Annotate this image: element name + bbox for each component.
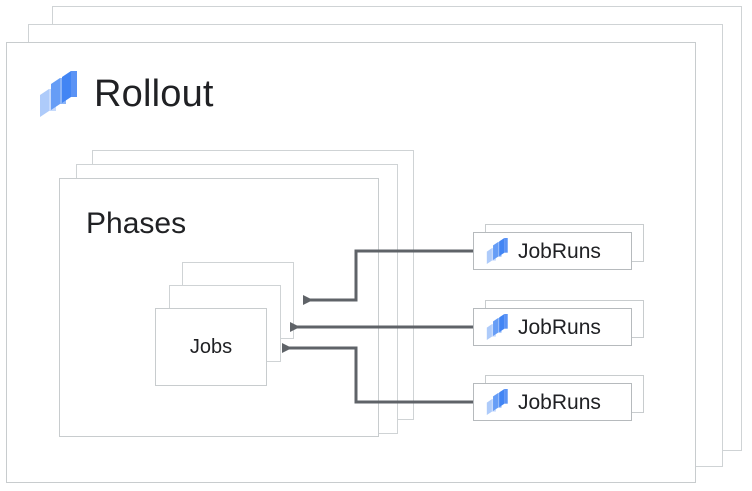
page-title: Rollout bbox=[94, 73, 214, 115]
phases-title: Phases bbox=[86, 207, 187, 240]
rollout-brand-icon bbox=[485, 314, 509, 340]
jobruns-label: JobRuns bbox=[518, 390, 601, 414]
rollout-brand-icon bbox=[485, 389, 509, 415]
rollout-brand-icon bbox=[485, 238, 509, 264]
rollout-brand-icon bbox=[38, 71, 78, 117]
jobruns-label: JobRuns bbox=[518, 239, 601, 263]
jobs-card-front bbox=[155, 308, 267, 386]
jobruns-box-2[interactable]: JobRuns bbox=[473, 308, 632, 346]
rollout-header: Rollout bbox=[38, 66, 214, 122]
jobruns-box-1[interactable]: JobRuns bbox=[473, 232, 632, 270]
jobruns-label: JobRuns bbox=[518, 315, 601, 339]
jobs-label: Jobs bbox=[189, 335, 233, 358]
jobruns-box-3[interactable]: JobRuns bbox=[473, 383, 632, 421]
